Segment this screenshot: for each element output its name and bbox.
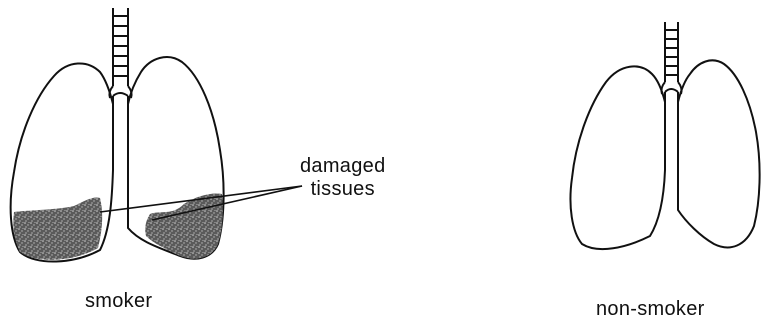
damaged-tissues-label: damaged tissues [300,155,386,201]
non-smoker-trachea [661,22,681,94]
smoker-bronchus [113,93,128,140]
smoker-trachea [109,8,131,98]
non-smoker-left-lung [570,66,665,249]
damaged-tissue-right [145,193,223,258]
non-smoker-bronchus [665,89,678,134]
damaged-tissue-areas [13,193,223,259]
damaged-label-line2: tissues [300,178,386,201]
non-smoker-right-lung [678,60,760,247]
non-smoker-label: non-smoker [596,298,705,321]
damaged-label-line1: damaged [300,155,386,178]
non-smoker-lungs [570,22,759,249]
damaged-tissue-left [13,197,102,259]
smoker-label: smoker [85,290,152,313]
